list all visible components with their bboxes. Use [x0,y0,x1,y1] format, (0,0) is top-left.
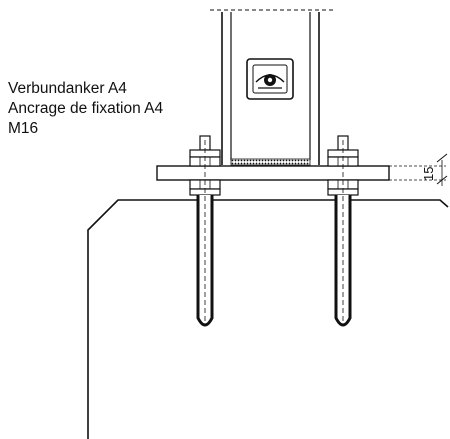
anchor-label: Verbundanker A4 Ancrage de fixation A4 M… [8,79,163,139]
plate-thickness-dimension: 15 [389,153,448,186]
base-plate [156,165,390,181]
foundation-outline [87,199,449,439]
post [221,12,320,165]
plate-thickness-value: 15 [421,167,436,181]
anchor-label-size: M16 [8,120,39,137]
anchor-label-de: Verbundanker A4 [8,80,127,97]
diamond-emblem-icon [246,58,294,100]
weld-seam [230,158,311,166]
anchor-bolt-left [189,135,221,327]
anchor-bolt-right [327,135,359,327]
anchor-label-fr: Ancrage de fixation A4 [8,100,164,117]
